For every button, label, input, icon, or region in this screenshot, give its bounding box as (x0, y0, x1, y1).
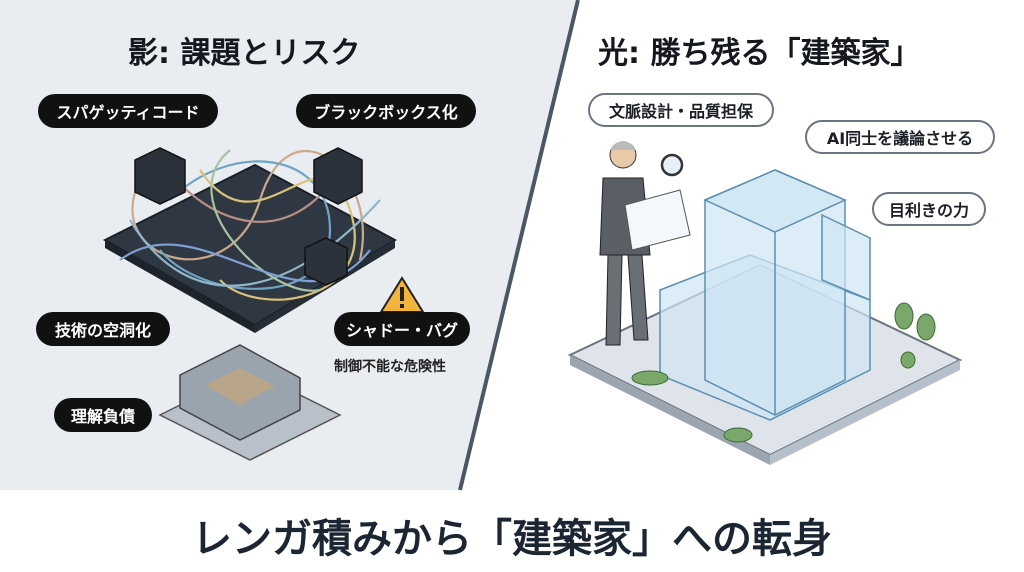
label-context-design: 文脈設計・品質担保 (588, 93, 774, 127)
magnifying-glass-icon (660, 153, 684, 177)
label-shadow-bug-sub: 制御不能な危険性 (334, 359, 446, 375)
label-judgement: 目利きの力 (872, 192, 986, 226)
glass-building (659, 169, 871, 421)
trees (631, 302, 936, 443)
label-spaghetti-code: スパゲッティコード (38, 94, 218, 128)
headline: レンガ積みから「建築家」への転身 (192, 516, 832, 562)
crumbling-brick-wall (158, 344, 342, 461)
divider-line (458, 0, 580, 491)
black-box-cubes (134, 147, 363, 286)
label-understanding-debt: 理解負債 (54, 398, 152, 432)
architect-figure (599, 141, 691, 346)
label-shadow-bug: シャドー・バグ (334, 312, 470, 346)
right-title: 光: 勝ち残る「建築家」 (598, 36, 921, 71)
left-title: 影: 課題とリスク (128, 36, 361, 71)
label-black-box: ブラックボックス化 (296, 94, 476, 128)
label-hollowing: 技術の空洞化 (36, 312, 170, 346)
label-ai-debate: AI同士を議論させる (805, 120, 995, 154)
